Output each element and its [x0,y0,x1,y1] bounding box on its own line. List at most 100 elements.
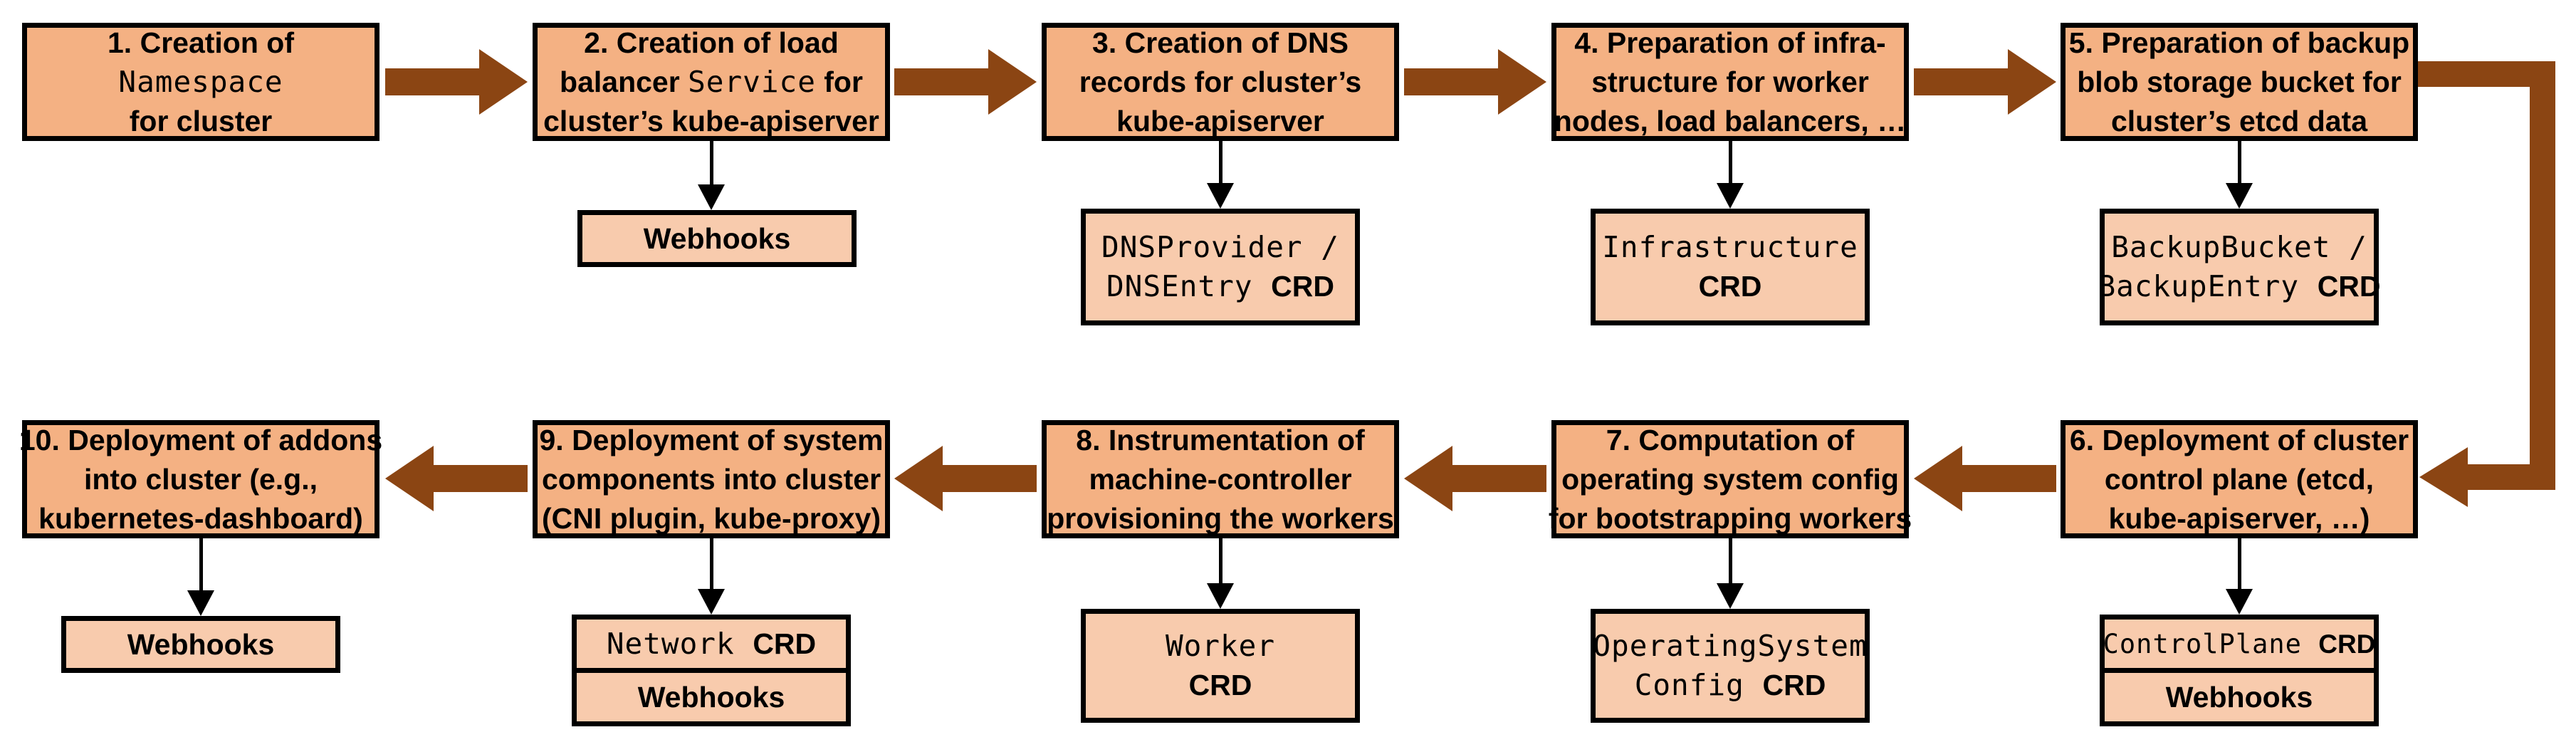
text-line: Worker [1166,627,1275,666]
connector-arrowhead-icon [1717,583,1744,609]
text-line: machine-controller [1089,460,1351,499]
text-line: for bootstrapping workers [1549,499,1912,538]
step-8-text: machine-controller [1089,462,1352,496]
step-8-text: 8. Instrumentation of [1076,423,1365,456]
connector-arrow-step2-webhooks [698,141,725,210]
text-line: control plane (etcd, [2105,460,2374,499]
text-line: DNSProvider / [1101,228,1339,267]
backupentry-resource-text: BackupEntry [2098,269,2318,303]
step-4-text: structure for worker [1591,65,1869,98]
text-line: cluster’s kube-apiserver [543,102,879,141]
step-4-text: nodes, load balancers, … [1554,104,1907,137]
connector-arrow-step9-crd [698,538,725,615]
step-1-box: 1. Creation of Namespace for cluster [22,23,379,141]
step-1-text: 1. Creation of [108,26,294,59]
crd-label: CRD [2318,629,2376,659]
step-2-box: 2. Creation of load balancer Service for… [533,23,890,141]
step-6-box: 6. Deployment of cluster control plane (… [2061,420,2418,538]
step-8-text: provisioning the workers [1047,501,1394,535]
step-9-text: (CNI plugin, kube-proxy) [541,501,881,535]
connector-arrowhead-icon [698,589,725,615]
text-line: DNSEntry CRD [1106,267,1334,306]
text-line: 5. Preparation of backup [2069,23,2409,63]
step-3-text: kube-apiserver [1116,104,1324,137]
controlplane-resource-text: ControlPlane [2103,628,2319,659]
connector-line [2237,538,2241,589]
webhooks-label: Webhooks [127,627,275,661]
step-3-text: records for cluster’s [1079,65,1362,98]
connector-arrowhead-icon [1207,183,1234,209]
worker-crd-box: Worker CRD [1081,609,1360,723]
step-10-text: kubernetes-dashboard) [38,501,363,535]
text-line: cluster’s etcd data [2111,102,2367,141]
flow-arrow-left-9-10-icon [385,446,528,511]
text-line: Namespace [118,63,283,102]
step-6-text: 6. Deployment of cluster [2069,423,2409,456]
step-7-box: 7. Computation of operating system confi… [1549,420,1912,538]
crd-label: CRD [753,627,817,660]
connector-arrow-step8-crd [1207,538,1234,609]
step-10-box: 10. Deployment of addons into cluster (e… [19,420,383,538]
text-line: Infrastructure [1602,228,1858,267]
backupbucket-backupentry-crd-box: BackupBucket / BackupEntry CRD [2098,209,2381,325]
text-line: CRD [1189,666,1252,705]
operatingsystemconfig-crd-box: OperatingSystem Config CRD [1591,609,1870,723]
step-6-text: kube-apiserver, …) [2108,501,2370,535]
controlplane-crd-box: ControlPlane CRD [2100,615,2379,673]
step-4-text: 4. Preparation of infra- [1574,26,1886,59]
flow-arrow-right-2-3-icon [894,49,1037,115]
connector-arrowhead-icon [1717,183,1744,209]
text-line: provisioning the workers [1047,499,1394,538]
dnsprovider-dnsentry-crd-box: DNSProvider / DNSEntry CRD [1081,209,1360,325]
connector-arrowhead-icon [2226,589,2253,615]
text-line: (CNI plugin, kube-proxy) [542,499,881,538]
text-line: OperatingSystem [1593,627,1867,666]
network-resource-text: Network [606,626,753,661]
backupbucket-resource-text: BackupBucket / [2111,230,2367,264]
step-9-box: 9. Deployment of system components into … [533,420,890,538]
text-line: Config CRD [1635,666,1826,705]
text-line: Network CRD [607,625,816,664]
text-line: Webhooks [644,219,791,258]
connector-arrowhead-icon [698,184,725,210]
connector-arrowhead-icon [187,590,214,616]
step-10-webhooks-box: Webhooks [61,616,340,673]
text-line: kube-apiserver [1116,102,1324,141]
connector-arrow-step4-crd [1717,141,1744,209]
step-2-webhooks-box: Webhooks [577,210,857,267]
text-line: 6. Deployment of cluster [2070,421,2409,460]
operatingsystemconfig-resource-text: Config [1634,668,1763,702]
text-line: Webhooks [638,678,785,717]
text-line: for cluster [130,102,273,141]
flow-arrow-right-3-4-icon [1404,49,1546,115]
crd-label: CRD [1271,270,1334,303]
text-line: blob storage bucket for [2077,63,2402,102]
step-7-text: 7. Computation of [1606,423,1855,456]
infrastructure-resource-text: Infrastructure [1602,230,1858,264]
webhooks-label: Webhooks [643,221,791,255]
connector-line [2237,141,2241,183]
text-line: components into cluster [542,460,881,499]
text-line: 2. Creation of load [584,23,839,63]
crd-label: CRD [1762,669,1826,701]
worker-resource-text: Worker [1165,629,1276,663]
step-4-box: 4. Preparation of infra- structure for w… [1551,23,1909,141]
connector-line [1218,141,1222,183]
step-5-text: 5. Preparation of backup [2068,26,2410,59]
text-line: kubernetes-dashboard) [38,499,363,538]
text-line: operating system config [1561,460,1899,499]
step-7-text: operating system config [1561,462,1899,496]
infrastructure-crd-box: Infrastructure CRD [1591,209,1870,325]
connector-arrowhead-icon [2226,183,2253,209]
step-5-box: 5. Preparation of backup blob storage bu… [2061,23,2418,141]
step-8-box: 8. Instrumentation of machine-controller… [1042,420,1399,538]
text-line: balancer Service for [560,63,863,102]
connector-arrow-step5-crd [2226,141,2253,209]
text-line: Webhooks [127,625,275,664]
text-line: 9. Deployment of system [539,421,883,460]
flow-arrow-left-7-8-icon [1404,446,1546,511]
step-3-text: 3. Creation of DNS [1092,26,1349,59]
step-10-text: 10. Deployment of addons [19,423,383,456]
step-9-text: 9. Deployment of system [539,423,884,456]
